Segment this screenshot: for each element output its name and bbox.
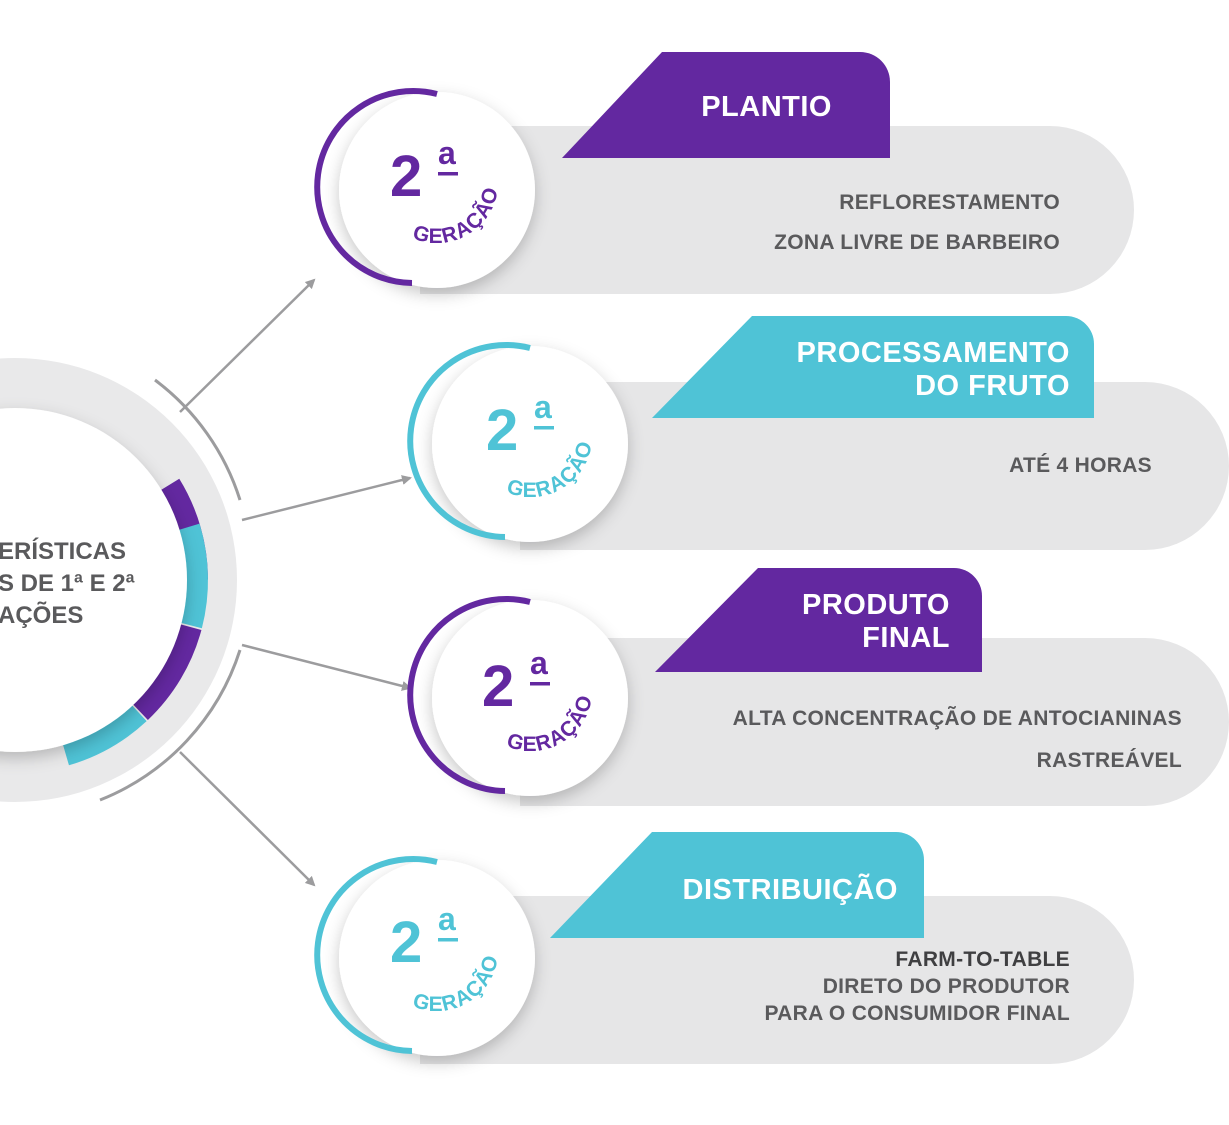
card-item: ZONA LIVRE DE BARBEIRO bbox=[774, 231, 1060, 254]
badge bbox=[407, 596, 628, 796]
card-title-line: DISTRIBUIÇÃO bbox=[682, 874, 898, 906]
card-item: ATÉ 4 HORAS bbox=[1009, 454, 1152, 477]
center-title: ERÍSTICAS S DE 1ª E 2ª AÇÕES bbox=[0, 536, 168, 632]
card-plantio-shapes bbox=[314, 52, 1134, 294]
card-item: DIRETO DO PRODUTOR bbox=[822, 975, 1070, 998]
arrow-to-processamento bbox=[241, 475, 412, 522]
card-title-line: PROCESSAMENTO bbox=[796, 337, 1070, 369]
card-items-processamento: ATÉ 4 HORAS bbox=[700, 452, 1152, 480]
arrow-to-produto bbox=[241, 643, 412, 691]
card-item: RASTREÁVEL bbox=[1036, 749, 1182, 772]
badge-number: 2 bbox=[482, 654, 514, 719]
card-processamento-shapes bbox=[407, 316, 1229, 550]
card-item: PARA O CONSUMIDOR FINAL bbox=[764, 1002, 1070, 1025]
card-items-plantio: REFLORESTAMENTO ZONA LIVRE DE BARBEIRO bbox=[600, 183, 1060, 263]
card-items-produto: ALTA CONCENTRAÇÃO DE ANTOCIANINAS RASTRE… bbox=[660, 698, 1182, 782]
center-title-line: ERÍSTICAS bbox=[0, 538, 127, 565]
card-tab bbox=[562, 52, 890, 158]
card-title-plantio: PLANTIO bbox=[600, 91, 832, 124]
card-title-line: FINAL bbox=[862, 622, 950, 654]
card-tab bbox=[655, 568, 982, 672]
badge-superscript: a bbox=[438, 135, 456, 171]
badge-number: 2 bbox=[390, 144, 422, 209]
badge-superscript: a bbox=[534, 389, 552, 425]
connector-arrows bbox=[179, 278, 412, 887]
central-hub bbox=[0, 358, 242, 802]
card-title-distribuicao: DISTRIBUIÇÃO bbox=[640, 874, 898, 907]
badge-number: 2 bbox=[486, 398, 518, 463]
card-tab bbox=[652, 316, 1094, 418]
card-title-line: DO FRUTO bbox=[915, 370, 1070, 402]
center-title-line: S DE 1ª E 2ª bbox=[0, 570, 135, 597]
badge bbox=[314, 856, 535, 1056]
card-produto-shapes bbox=[407, 568, 1229, 806]
card-title-line: PRODUTO bbox=[802, 589, 950, 621]
card-panel bbox=[520, 638, 1229, 806]
card-panel bbox=[420, 126, 1134, 294]
badge-superscript: a bbox=[438, 901, 456, 937]
card-title-produto: PRODUTO FINAL bbox=[700, 589, 950, 655]
badge bbox=[314, 88, 535, 288]
badge bbox=[407, 342, 628, 542]
card-title-processamento: PROCESSAMENTO DO FRUTO bbox=[700, 337, 1070, 403]
arrow-to-distribuicao bbox=[179, 751, 316, 887]
card-item: ALTA CONCENTRAÇÃO DE ANTOCIANINAS bbox=[732, 707, 1182, 730]
card-panel bbox=[520, 382, 1229, 550]
arrow-to-plantio bbox=[179, 278, 316, 413]
center-title-line: AÇÕES bbox=[0, 602, 84, 629]
card-item: REFLORESTAMENTO bbox=[839, 191, 1060, 214]
card-items-distribuicao: FARM-TO-TABLE DIRETO DO PRODUTOR PARA O … bbox=[640, 946, 1070, 1027]
card-distribuicao-shapes bbox=[314, 832, 1134, 1064]
card-tab bbox=[550, 832, 924, 938]
card-item: FARM-TO-TABLE bbox=[895, 948, 1070, 971]
card-title-line: PLANTIO bbox=[701, 91, 832, 123]
badge-number: 2 bbox=[390, 910, 422, 975]
segmented-ring bbox=[0, 387, 209, 773]
badge-superscript: a bbox=[530, 645, 548, 681]
